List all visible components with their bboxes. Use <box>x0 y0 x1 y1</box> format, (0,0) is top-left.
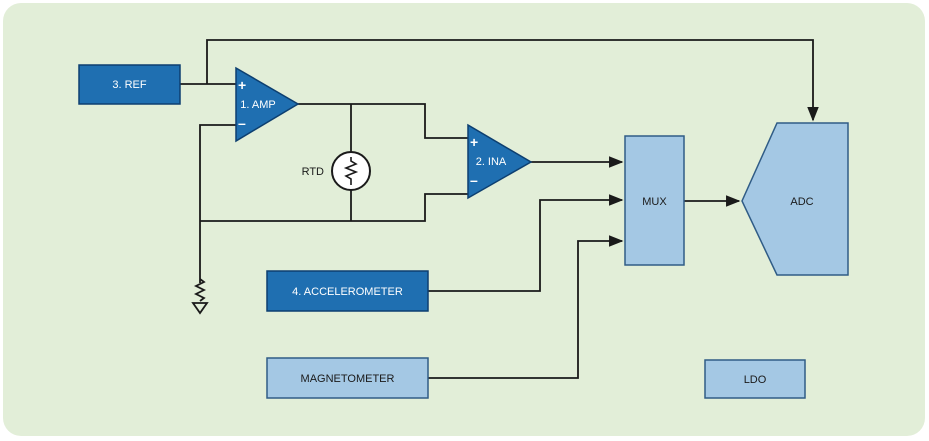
accelerometer-label: 4. ACCELEROMETER <box>292 286 403 298</box>
amp-output-wire <box>296 103 468 139</box>
amp-label: 1. AMP <box>240 99 275 111</box>
ldo-block: LDO <box>704 359 806 399</box>
ref-block: 3. REF <box>78 64 181 105</box>
ref-label: 3. REF <box>112 79 147 91</box>
ground-resistor <box>193 278 207 302</box>
ref-to-adc-wire <box>206 39 819 122</box>
rtd-circle <box>331 151 371 191</box>
diagram-background <box>3 3 925 436</box>
rtd-label: RTD <box>302 166 324 178</box>
accel-to-mux-wire <box>428 194 624 292</box>
amp-block: + – 1. AMP <box>235 66 300 143</box>
ina-label: 2. INA <box>476 156 507 168</box>
magnetometer-label: MAGNETOMETER <box>301 373 395 385</box>
bottom-rail-wire <box>200 193 468 222</box>
amp-feedback-wire <box>199 124 236 283</box>
ground-icon <box>191 302 209 315</box>
ina-minus-sign: – <box>470 172 478 188</box>
ina-block: + – 2. INA <box>467 123 533 200</box>
rtd-element: RTD <box>302 151 371 191</box>
adc-block: ADC <box>741 122 849 276</box>
magnetometer-block: MAGNETOMETER <box>266 357 429 399</box>
ldo-label: LDO <box>744 374 767 386</box>
rtd-resistor-icon <box>343 157 359 185</box>
mux-block: MUX <box>624 135 685 266</box>
amp-minus-sign: – <box>238 115 246 131</box>
adc-label: ADC <box>790 196 813 208</box>
ina-plus-sign: + <box>470 134 478 150</box>
accelerometer-block: 4. ACCELEROMETER <box>266 270 429 312</box>
amp-plus-sign: + <box>238 77 246 93</box>
mux-label: MUX <box>642 196 667 208</box>
mag-to-mux-wire <box>428 235 624 379</box>
